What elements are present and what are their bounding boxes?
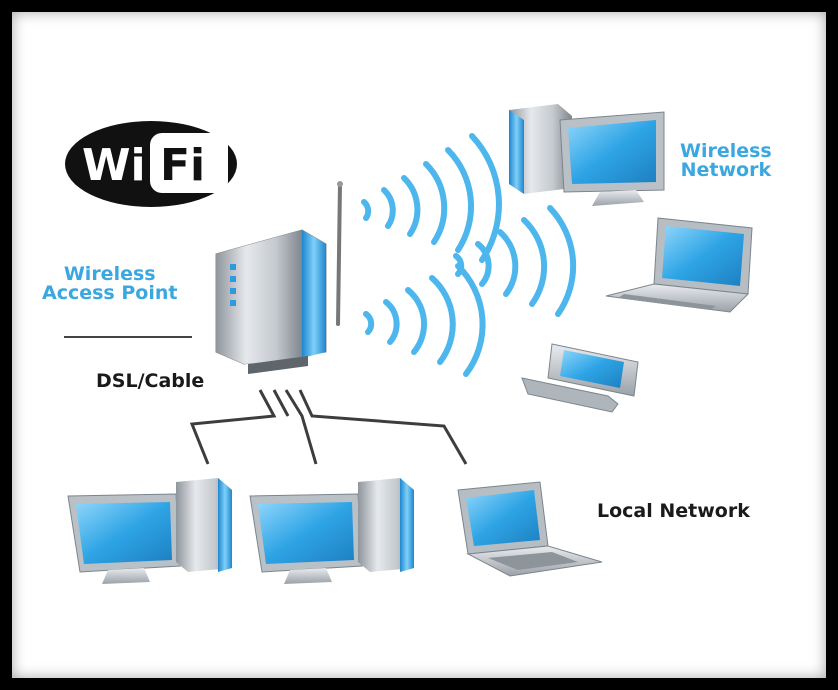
wireless-network-label-line1: Wireless [680,140,772,162]
laptop-icon-local [457,481,603,577]
wireless-network-label: Wireless Network [680,142,772,180]
access-point-label-line2: Access Point [42,282,178,304]
svg-text:Fi: Fi [160,140,205,191]
router-icon [215,181,343,374]
handheld-device-icon [521,343,639,413]
local-network-label: Local Network [597,500,750,522]
network-diagram-graphics: Wi Fi [64,104,753,584]
network-cables [189,389,468,465]
desktop-computer-icon-local-2 [249,478,414,584]
wifi-logo-wi: Wi [82,140,146,191]
dsl-cable-label: DSL/Cable [96,370,205,392]
wifi-logo: Wi Fi [65,121,237,207]
access-point-label: Wireless Access Point [42,265,177,303]
laptop-icon-wireless [605,217,753,313]
signal-waves-icon [361,133,577,377]
desktop-computer-icon-local-1 [67,478,232,584]
desktop-computer-icon-wireless [509,104,665,206]
access-point-label-line1: Wireless [63,263,156,285]
wireless-network-label-line2: Network [680,159,772,181]
diagram-canvas: Wi Fi [12,12,826,678]
